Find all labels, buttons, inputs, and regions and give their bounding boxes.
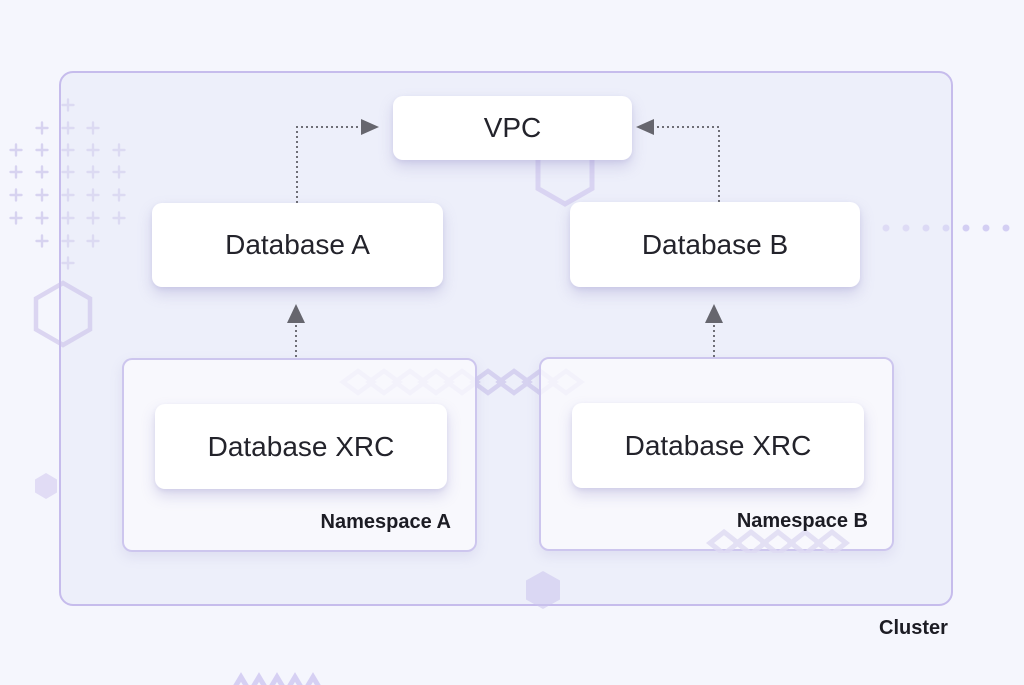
namespace-b-container: Database XRC Namespace B bbox=[539, 357, 894, 553]
vpc-node: VPC bbox=[393, 96, 632, 160]
cluster-label: Cluster bbox=[879, 617, 948, 639]
namespace-b-label: Namespace B bbox=[736, 510, 868, 532]
database-b-node: Database B bbox=[570, 202, 860, 287]
database-b-label: Database B bbox=[641, 228, 789, 260]
database-xrc-a-node: Database XRC bbox=[155, 404, 447, 489]
hexagon-filled-icon bbox=[35, 473, 57, 499]
faint-diamond-chain-pattern bbox=[705, 528, 851, 553]
namespace-a-container: Database XRC Namespace A bbox=[122, 358, 477, 552]
database-xrc-b-label: Database XRC bbox=[624, 429, 812, 461]
database-a-label: Database A bbox=[225, 229, 370, 260]
database-a-node: Database A bbox=[152, 203, 443, 287]
vpc-label: VPC bbox=[483, 112, 542, 143]
database-xrc-b-node: Database XRC bbox=[572, 403, 864, 488]
database-xrc-a-label: Database XRC bbox=[207, 430, 395, 462]
zigzag-pattern bbox=[233, 672, 321, 685]
namespace-a-label: Namespace A bbox=[320, 511, 451, 533]
